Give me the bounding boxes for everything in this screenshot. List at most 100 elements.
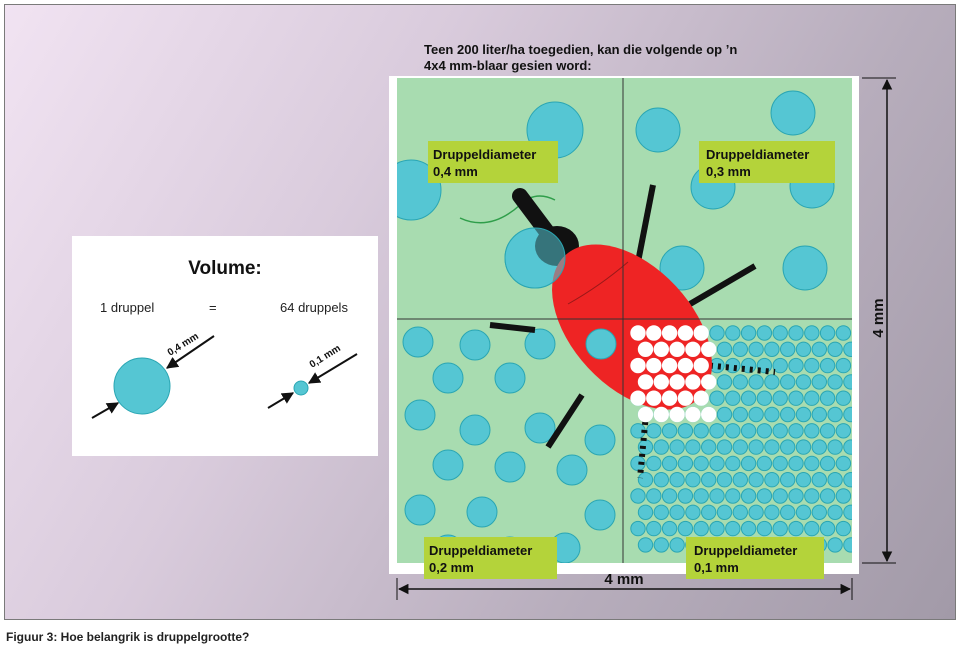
droplet — [843, 406, 852, 423]
droplet — [556, 454, 588, 486]
droplet — [677, 488, 694, 504]
droplet — [630, 488, 646, 504]
droplet — [677, 390, 694, 406]
droplet — [740, 455, 757, 472]
droplet — [693, 520, 709, 537]
droplet — [661, 357, 678, 374]
droplet — [677, 423, 694, 439]
one-droplet-text: 1 druppel — [100, 300, 155, 315]
droplet — [669, 472, 685, 488]
droplet — [780, 341, 796, 357]
height-dimension: 4 mm — [862, 77, 896, 564]
droplet — [819, 423, 836, 439]
droplet — [646, 423, 662, 439]
droplet — [635, 107, 681, 153]
large-droplet — [113, 357, 171, 415]
droplet — [764, 472, 780, 488]
quadrant-label-0-4mm-title: Druppeldiameter — [433, 147, 536, 162]
droplet — [693, 325, 709, 341]
droplet — [835, 488, 852, 504]
droplet — [827, 406, 843, 423]
droplet — [740, 390, 757, 406]
droplet — [788, 325, 804, 341]
droplet — [646, 390, 662, 406]
droplet — [795, 439, 812, 455]
droplet — [661, 488, 678, 504]
droplet — [637, 472, 654, 488]
droplet — [524, 412, 556, 444]
droplet — [709, 455, 725, 472]
quadrant-0-3mm-droplets — [635, 90, 835, 291]
droplet — [756, 488, 773, 504]
droplet — [811, 472, 827, 488]
droplet — [780, 374, 796, 390]
droplet — [732, 472, 748, 488]
droplet — [811, 341, 827, 357]
droplet — [795, 472, 812, 488]
droplet — [788, 488, 804, 504]
droplet — [770, 90, 816, 136]
droplet — [716, 374, 733, 390]
droplet — [764, 406, 780, 423]
droplet — [811, 439, 827, 455]
droplet — [725, 390, 741, 406]
droplet — [788, 423, 804, 439]
droplet — [661, 423, 678, 439]
diagram-heading-line1: Teen 200 liter/ha toegedien, kan die vol… — [424, 42, 737, 57]
droplet — [772, 488, 788, 504]
droplet — [653, 341, 669, 357]
droplet — [835, 520, 852, 537]
droplet — [732, 374, 748, 390]
droplet — [811, 406, 827, 423]
droplet — [701, 341, 717, 357]
droplet — [653, 537, 669, 553]
droplet — [764, 504, 780, 520]
droplet — [725, 455, 741, 472]
droplet — [701, 374, 717, 390]
droplet — [772, 357, 788, 374]
droplet — [646, 455, 662, 472]
droplet — [827, 374, 843, 390]
droplet — [804, 520, 820, 537]
droplet — [819, 325, 836, 341]
quadrant-label-0-1mm: Druppeldiameter 0,1 mm — [686, 537, 824, 579]
droplet — [835, 423, 852, 439]
beetle — [489, 184, 776, 479]
droplet — [795, 504, 812, 520]
droplet — [646, 520, 662, 537]
quadrant-label-0-1mm-title: Druppeldiameter — [694, 543, 797, 558]
droplet — [772, 390, 788, 406]
droplet — [804, 455, 820, 472]
droplet — [788, 390, 804, 406]
droplet — [716, 472, 733, 488]
droplet — [756, 423, 773, 439]
droplet — [630, 390, 646, 406]
width-dimension: 4 mm — [396, 571, 853, 600]
droplet — [725, 423, 741, 439]
droplet — [584, 424, 616, 456]
droplet — [653, 439, 669, 455]
droplet — [669, 406, 685, 423]
droplet — [804, 325, 820, 341]
droplet — [637, 406, 654, 423]
droplet — [740, 520, 757, 537]
droplet — [819, 520, 836, 537]
droplet — [748, 341, 764, 357]
droplet — [661, 390, 678, 406]
droplet — [772, 455, 788, 472]
droplet — [646, 357, 662, 374]
droplet — [693, 357, 709, 374]
quadrant-label-0-3mm: Druppeldiameter 0,3 mm — [699, 141, 835, 183]
droplet — [788, 455, 804, 472]
droplet — [756, 390, 773, 406]
droplet — [709, 488, 725, 504]
droplet — [732, 504, 748, 520]
droplet — [701, 504, 717, 520]
droplet — [504, 227, 566, 289]
sixty-four-droplets-text: 64 druppels — [280, 300, 348, 315]
droplet — [716, 504, 733, 520]
diagram-heading-line2: 4x4 mm-blaar gesien word: — [424, 58, 592, 73]
droplet — [780, 504, 796, 520]
droplet — [404, 494, 436, 526]
droplet — [701, 472, 717, 488]
